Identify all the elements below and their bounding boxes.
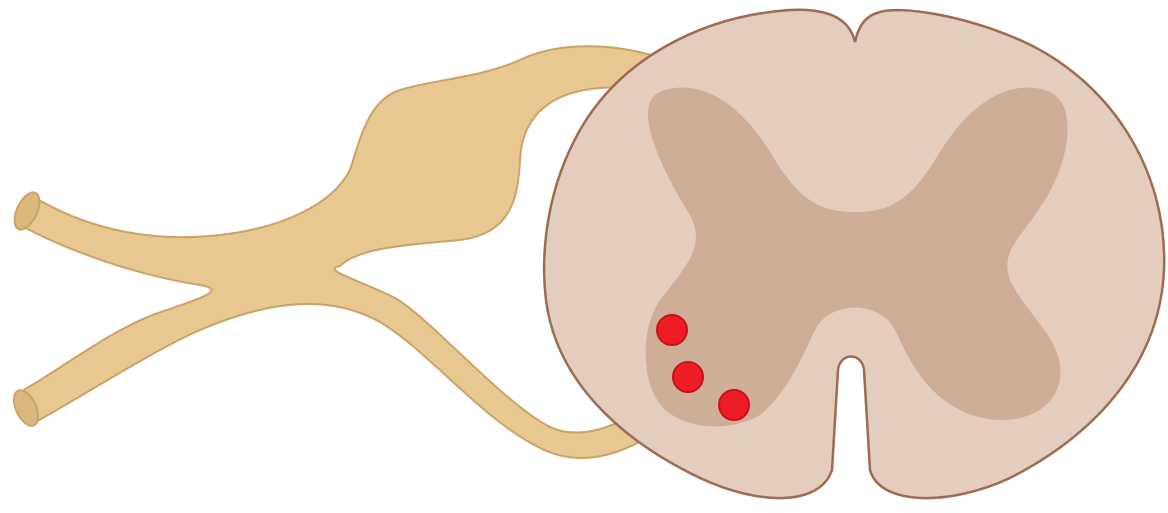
highlight-dot-2 <box>673 362 703 392</box>
highlight-dot-1 <box>657 315 687 345</box>
highlight-dot-3 <box>719 390 749 420</box>
